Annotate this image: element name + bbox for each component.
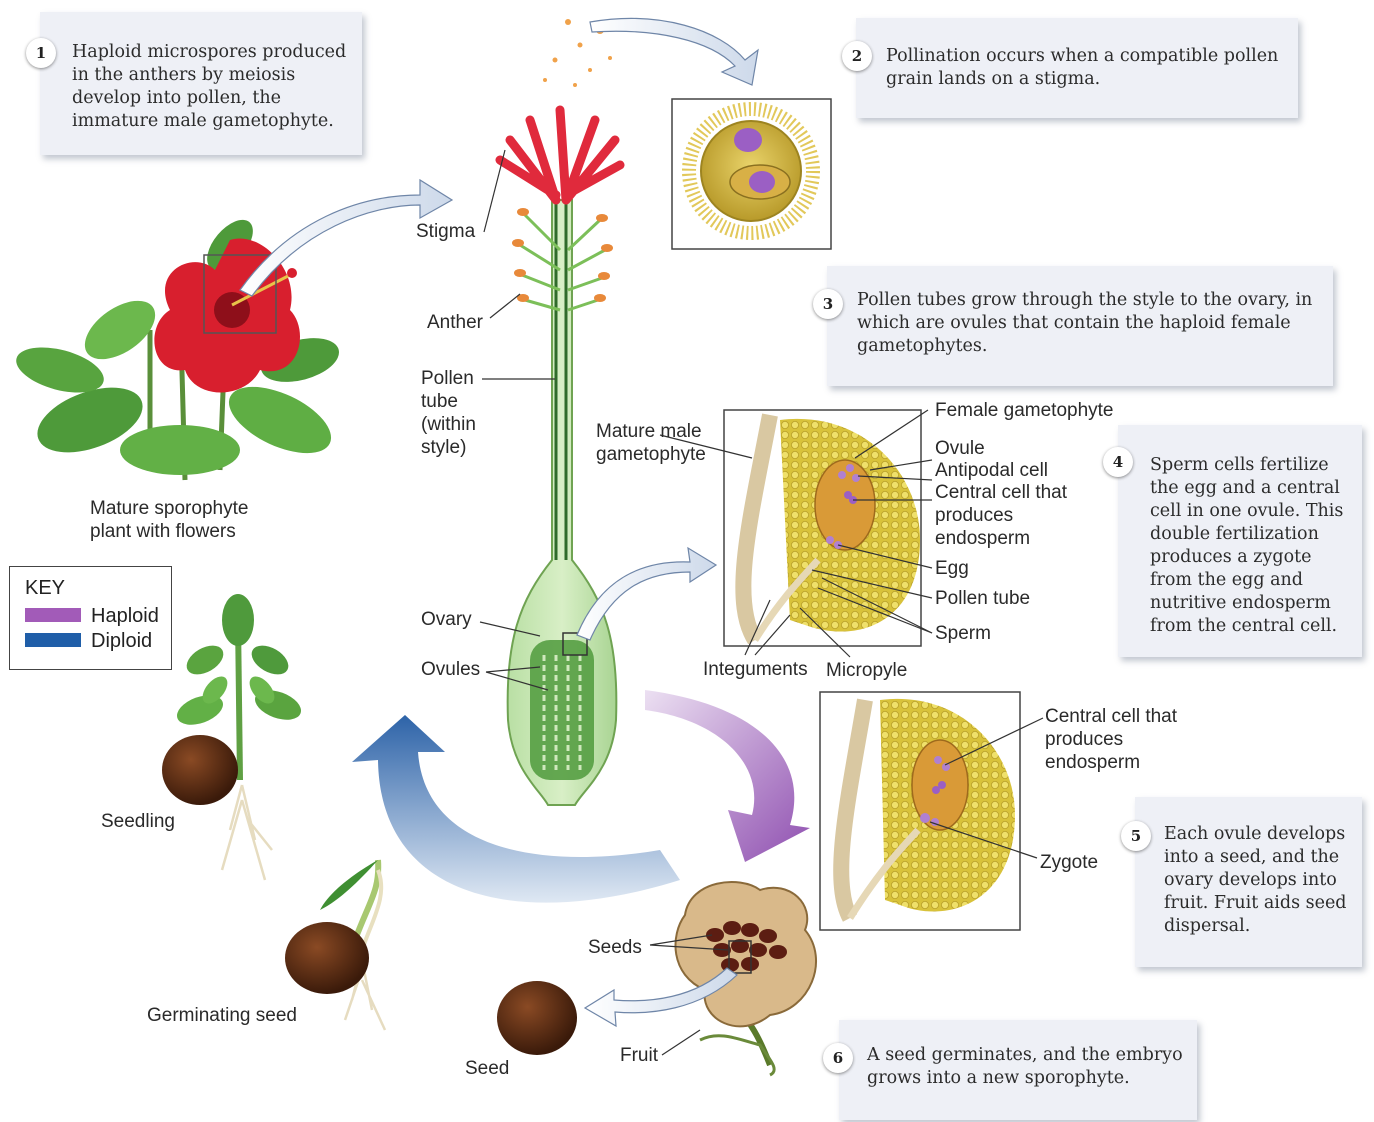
step-box-3: 3 Pollen tubes grow through the style to…	[827, 266, 1333, 386]
label-central-cell-endosperm: Central cell that produces endosperm	[935, 481, 1085, 550]
label-female-gametophyte: Female gametophyte	[935, 399, 1114, 422]
label-egg: Egg	[935, 557, 969, 580]
zygote-ovule-inset	[820, 692, 1020, 930]
step-box-1: 1 Haploid microspores produced in the an…	[40, 12, 362, 155]
label-pollen-tube-style: Pollen tube (within style)	[421, 367, 491, 459]
label-ovules: Ovules	[421, 658, 480, 681]
step-number-6: 6	[823, 1043, 853, 1073]
germinating-seed-illustration	[285, 860, 385, 1030]
step-box-6: 6 A seed germinates, and the embryo grow…	[839, 1020, 1197, 1120]
step-text-3: Pollen tubes grow through the style to t…	[857, 289, 1327, 358]
step-number-5: 5	[1121, 821, 1151, 851]
label-seed: Seed	[465, 1057, 509, 1080]
flower-carpel-illustration	[500, 19, 620, 805]
label-stigma: Stigma	[416, 220, 475, 243]
step-number-3: 3	[813, 289, 843, 319]
step-text-5: Each ovule develops into a seed, and the…	[1164, 823, 1359, 938]
haploid-cycle-arrow	[645, 690, 810, 862]
seedling-illustration	[162, 594, 305, 880]
haploid-swatch	[25, 608, 81, 622]
label-sperm: Sperm	[935, 622, 991, 645]
label-central-cell-endosperm-2: Central cell that produces endosperm	[1045, 705, 1195, 774]
label-ovary: Ovary	[421, 608, 472, 631]
step-text-6: A seed germinates, and the embryo grows …	[867, 1044, 1192, 1090]
seed-illustration	[497, 981, 577, 1055]
key-label-diploid: Diploid	[91, 630, 152, 652]
diploid-swatch	[25, 633, 81, 647]
step-box-5: 5 Each ovule develops into a seed, and t…	[1135, 797, 1362, 967]
label-fruit: Fruit	[620, 1044, 658, 1067]
label-pollen-tube: Pollen tube	[935, 587, 1030, 610]
step-text-1: Haploid microspores produced in the anth…	[72, 41, 357, 133]
key-item-diploid: Diploid	[25, 630, 152, 653]
label-antipodal-cell: Antipodal cell	[935, 459, 1048, 482]
step-box-2: 2 Pollination occurs when a compatible p…	[856, 18, 1298, 118]
label-micropyle: Micropyle	[826, 659, 907, 682]
fruit-illustration	[675, 882, 816, 1075]
label-seeds: Seeds	[588, 936, 642, 959]
key-title: KEY	[25, 577, 65, 600]
pollen-to-grain-arrow	[590, 18, 758, 85]
step-number-2: 2	[842, 41, 872, 71]
key-label-haploid: Haploid	[91, 605, 159, 627]
label-mature-male-gametophyte: Mature male gametophyte	[596, 420, 716, 466]
label-ovule: Ovule	[935, 437, 985, 460]
pollen-grain-inset	[672, 99, 831, 249]
label-seedling: Seedling	[101, 810, 175, 833]
label-anther: Anther	[427, 311, 483, 334]
step-number-4: 4	[1103, 447, 1133, 477]
label-integuments: Integuments	[703, 658, 808, 681]
label-mature-sporophyte: Mature sporophyte plant with flowers	[90, 497, 270, 543]
key-item-haploid: Haploid	[25, 605, 159, 628]
label-germinating-seed: Germinating seed	[147, 1004, 297, 1027]
key-legend: KEY Haploid Diploid	[9, 566, 172, 670]
step-box-4: 4 Sperm cells fertilize the egg and a ce…	[1118, 425, 1362, 657]
step-text-4: Sperm cells fertilize the egg and a cent…	[1150, 454, 1358, 638]
step-text-2: Pollination occurs when a compatible pol…	[886, 45, 1291, 91]
label-zygote: Zygote	[1040, 851, 1098, 874]
fertilization-ovule-inset	[724, 410, 921, 646]
step-number-1: 1	[26, 38, 56, 68]
